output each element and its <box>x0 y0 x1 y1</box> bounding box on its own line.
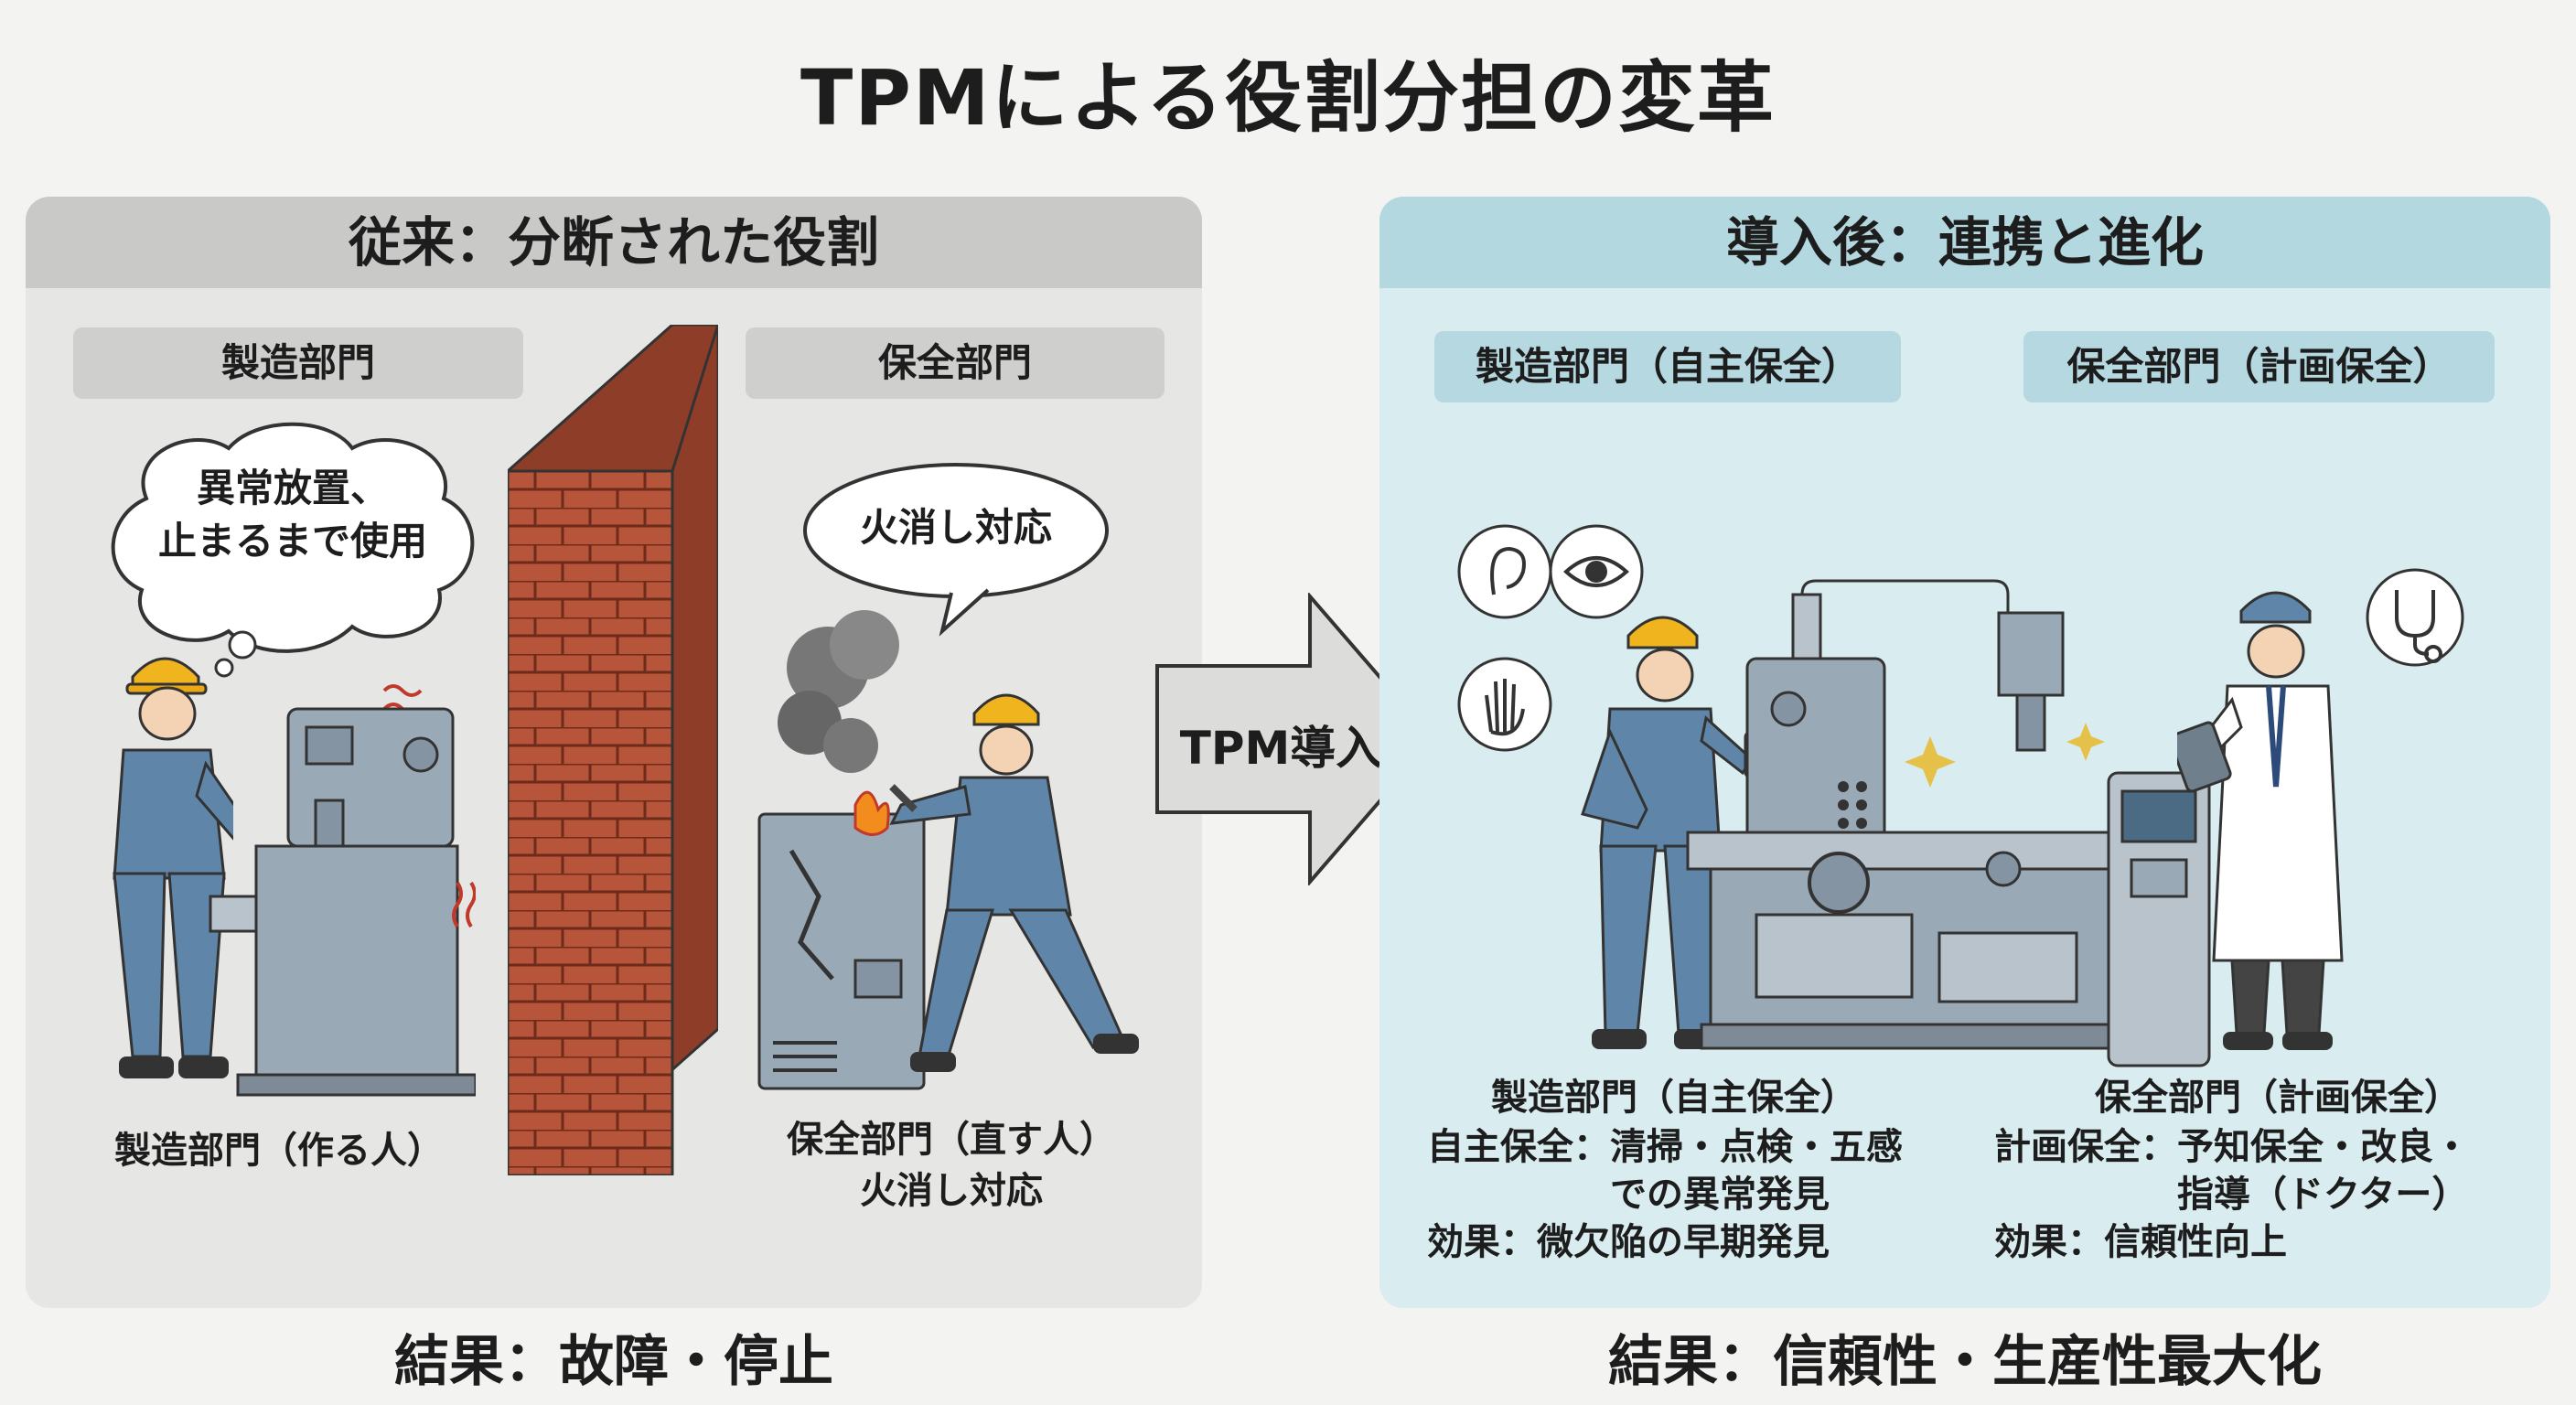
caption-maintenance-before: 保全部門（直す人） 火消し対応 <box>741 1114 1162 1217</box>
machine-after <box>1686 579 2122 1050</box>
stethoscope-icon <box>2366 568 2464 667</box>
control-panel <box>2107 771 2211 1067</box>
caption-maintenance-after-title: 保全部門（計画保全） <box>2095 1077 2461 1119</box>
production-detail-line-3: 効果：微欠陥の早期発見 <box>1427 1221 1830 1263</box>
sparkle-icon-2 <box>2066 723 2105 761</box>
caption-production-after-title: 製造部門（自主保全） <box>1491 1077 1857 1119</box>
thought-line-1: 異常放置、 <box>196 466 389 510</box>
tag-maintenance-before: 保全部門 <box>746 327 1165 399</box>
thought-bubble <box>111 422 475 678</box>
page-title: TPMによる役割分担の変革 <box>800 53 1776 143</box>
worker-production-after <box>1581 616 1767 1049</box>
production-after-details: 自主保全：清掃・点検・五感 での異常発見 効果：微欠陥の早期発見 <box>1427 1123 1939 1266</box>
speech-bubble <box>803 463 1109 637</box>
tag-maintenance-after: 保全部門（計画保全） <box>2023 331 2495 402</box>
tag-production-before: 製造部門 <box>73 327 523 399</box>
smoke-icon <box>778 610 899 773</box>
worker-maintenance-after <box>2177 591 2344 1050</box>
caption-maintenance-line-2: 火消し対応 <box>860 1170 1043 1212</box>
arrow-label: TPM導入 <box>1179 722 1382 775</box>
after-panel-header: 導入後：連携と進化 <box>1379 197 2550 288</box>
ear-icon <box>1457 524 1552 619</box>
helmet-icon <box>131 657 200 690</box>
tag-production-after: 製造部門（自主保全） <box>1434 331 1901 402</box>
maintenance-detail-line-3: 効果：信頼性向上 <box>1994 1221 2287 1263</box>
result-after: 結果：信頼性・生産性最大化 <box>1608 1330 2322 1394</box>
hand-icon <box>1457 657 1552 752</box>
caption-production-before: 製造部門（作る人） <box>114 1130 444 1172</box>
sparkle-icon <box>1905 736 1956 788</box>
press-machine-before <box>209 684 476 1097</box>
thought-line-2: 止まるまで使用 <box>157 519 427 563</box>
wrench-icon <box>889 784 918 812</box>
maintenance-detail-line-2: 指導（ドクター） <box>2177 1174 2469 1216</box>
maintenance-detail-line-1: 計画保全：予知保全・改良・ <box>1994 1126 2470 1168</box>
speech-bubble-text: 火消し対応 <box>859 505 1052 550</box>
before-panel-header: 従来：分断された役割 <box>26 197 1202 288</box>
senses-icons <box>1457 524 1552 752</box>
transition-arrow <box>1155 593 1436 885</box>
thought-bubble-text: 異常放置、 止まるまで使用 <box>110 462 476 568</box>
brick-wall <box>508 325 718 1175</box>
production-detail-line-1: 自主保全：清掃・点検・五感 <box>1427 1126 1903 1168</box>
eye-icon <box>1549 524 1644 619</box>
fire-icon <box>853 790 890 836</box>
maintenance-after-details: 計画保全：予知保全・改良・ 指導（ドクター） 効果：信頼性向上 <box>1994 1123 2525 1266</box>
production-detail-line-2: での異常発見 <box>1610 1174 1830 1216</box>
result-before: 結果：故障・停止 <box>394 1330 833 1394</box>
breakdown-scene <box>757 610 1139 1090</box>
caption-maintenance-line-1: 保全部門（直す人） <box>787 1119 1116 1161</box>
